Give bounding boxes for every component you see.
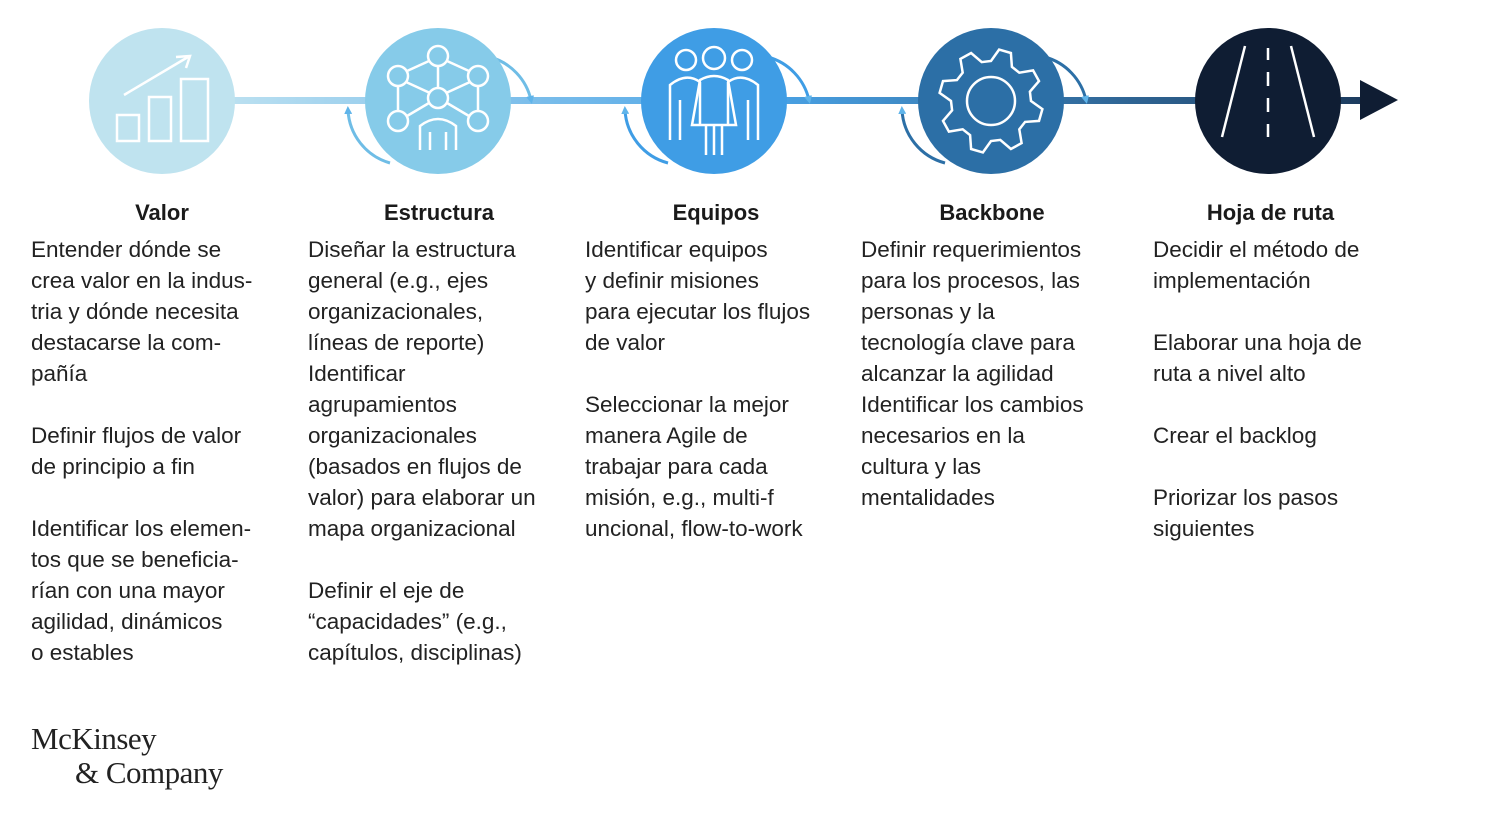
- mckinsey-logo: McKinsey & Company: [31, 722, 223, 790]
- backbone-circle: [918, 28, 1064, 174]
- logo-line-1: McKinsey: [31, 721, 157, 756]
- step-paragraph: Identificar los elemen- tos que se benef…: [31, 516, 252, 665]
- road-icon: [1220, 45, 1316, 138]
- step-description: Diseñar la estructura general (e.g., eje…: [308, 234, 570, 668]
- end-arrow-icon: [1360, 80, 1398, 120]
- step-paragraph: Entender dónde se crea valor en la indus…: [31, 237, 253, 386]
- network-structure-icon: [386, 44, 490, 150]
- step-paragraph: Priorizar los pasos siguientes: [1153, 485, 1339, 541]
- step-column-backbone: Backbone Definir requerimientos para los…: [861, 198, 1123, 513]
- step-title: Equipos: [672, 200, 760, 225]
- step-paragraph: Elaborar una hoja de ruta a nivel alto: [1153, 330, 1362, 386]
- valor-circle: [89, 28, 235, 174]
- gear-icon: [938, 48, 1044, 154]
- step-description: Definir requerimientos para los procesos…: [861, 234, 1123, 513]
- step-description: Decidir el método de implementación Elab…: [1153, 234, 1388, 544]
- step-description: Identificar equipos y definir misiones p…: [585, 234, 847, 544]
- estructura-circle: [365, 28, 511, 174]
- step-paragraph: Crear el backlog: [1153, 423, 1317, 448]
- step-column-estructura: Estructura Diseñar la estructura general…: [308, 198, 570, 668]
- step-title: Estructura: [383, 200, 495, 225]
- step-paragraph: Decidir el método de implementación: [1153, 237, 1360, 293]
- cycle-arrow-equipos: [621, 55, 813, 165]
- step-title: Valor: [135, 200, 189, 225]
- cycle-arrow-backbone: [898, 55, 1090, 165]
- step-column-valor: Valor Entender dónde se crea valor en la…: [31, 198, 293, 668]
- step-paragraph: Definir el eje de “capacidades” (e.g., c…: [308, 578, 522, 665]
- step-description: Entender dónde se crea valor en la indus…: [31, 234, 293, 668]
- step-title: Hoja de ruta: [1206, 200, 1335, 225]
- bar-chart-growth-icon: [115, 54, 210, 143]
- step-paragraph: Identificar equipos y definir misiones p…: [585, 237, 811, 355]
- step-paragraph: Seleccionar la mejor manera Agile de tra…: [585, 392, 803, 541]
- step-paragraph: Definir flujos de valor de principio a f…: [31, 423, 242, 479]
- step-column-hoja-de-ruta: Hoja de ruta Decidir el método de implem…: [1153, 198, 1388, 544]
- logo-line-2: & Company: [75, 755, 223, 790]
- step-title: Backbone: [939, 200, 1045, 225]
- step-paragraph: Diseñar la estructura general (e.g., eje…: [308, 237, 536, 541]
- team-people-icon: [668, 45, 760, 155]
- step-paragraph: Definir requerimientos para los procesos…: [861, 237, 1084, 510]
- process-flow: [89, 28, 1398, 174]
- step-column-equipos: Equipos Identificar equipos y definir mi…: [585, 198, 847, 544]
